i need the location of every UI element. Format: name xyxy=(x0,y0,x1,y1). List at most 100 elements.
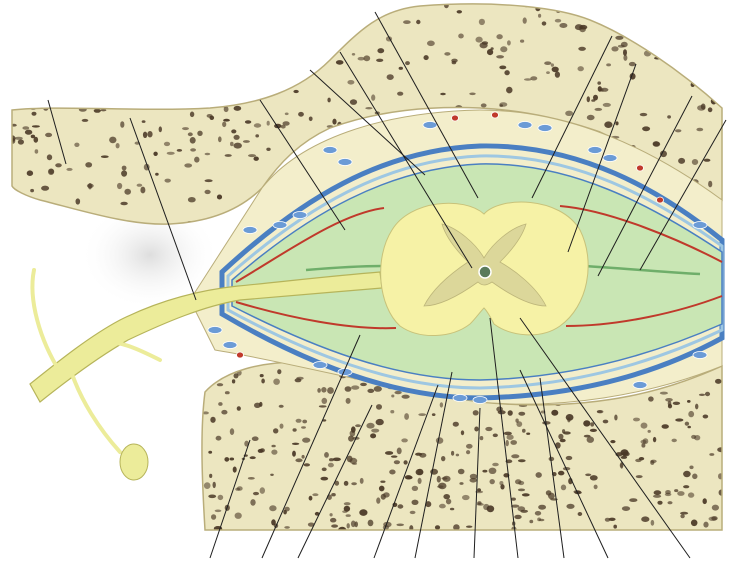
bone-spot xyxy=(101,155,109,158)
bone-spot xyxy=(160,19,166,22)
bone-spot xyxy=(205,153,211,155)
bone-spot xyxy=(167,152,175,155)
bone-spot xyxy=(490,479,495,484)
bone-spot xyxy=(184,163,192,167)
bone-spot xyxy=(36,100,43,105)
bone-spot xyxy=(708,181,712,188)
bone-spot xyxy=(542,21,547,25)
bone-spot xyxy=(410,511,416,514)
bone-spot xyxy=(18,139,24,144)
bone-spot xyxy=(507,435,514,440)
bone-spot xyxy=(15,137,23,140)
bone-spot xyxy=(253,492,259,495)
bone-spot xyxy=(538,14,541,18)
bone-spot xyxy=(229,220,237,225)
bone-spot xyxy=(440,402,443,407)
bone-spot xyxy=(79,10,83,15)
bone-spot xyxy=(117,6,123,10)
bone-spot xyxy=(593,95,598,101)
bone-spot xyxy=(318,32,326,34)
bone-spot xyxy=(466,450,470,454)
bone-spot xyxy=(555,19,561,23)
bone-spot xyxy=(99,20,106,25)
bone-spot xyxy=(22,126,29,130)
bone-spot xyxy=(289,47,294,50)
bone-spot xyxy=(683,485,689,488)
bone-spot xyxy=(74,143,79,147)
bone-spot xyxy=(271,450,277,455)
bone-spot xyxy=(194,157,199,163)
bone-spot xyxy=(583,420,590,426)
bone-spot xyxy=(295,378,302,382)
bone-spot xyxy=(665,490,671,494)
bone-spot xyxy=(668,404,672,409)
bone-spot xyxy=(266,148,270,151)
bone-spot xyxy=(336,60,344,65)
bone-spot xyxy=(183,53,190,58)
bone-spot xyxy=(515,479,521,484)
bone-spot xyxy=(391,455,397,457)
bone-spot xyxy=(604,121,612,128)
bone-spot xyxy=(461,430,464,435)
bone-spot xyxy=(237,406,241,411)
bone-spot xyxy=(298,112,304,117)
bone-spot xyxy=(268,77,275,83)
bone-spot xyxy=(701,104,706,110)
bone-spot xyxy=(390,410,394,413)
bone-spot xyxy=(230,458,235,461)
bone-spot xyxy=(182,127,189,130)
bone-spot xyxy=(699,394,705,396)
bone-spot xyxy=(440,93,446,95)
bone-spot xyxy=(271,519,276,525)
bone-spot xyxy=(418,413,426,416)
bone-spot xyxy=(120,202,127,206)
bone-spot xyxy=(273,34,281,37)
artery xyxy=(492,112,499,118)
bone-spot xyxy=(680,512,688,515)
central-canal xyxy=(479,266,491,278)
bone-spot xyxy=(366,423,374,429)
bone-spot xyxy=(301,67,306,70)
bone-spot xyxy=(124,189,131,195)
bone-spot xyxy=(309,117,313,122)
bone-spot xyxy=(121,53,129,57)
bone-spot xyxy=(285,113,289,116)
bone-spot xyxy=(100,36,103,40)
vein xyxy=(208,327,222,334)
bone-spot xyxy=(205,190,211,194)
bone-spot xyxy=(321,477,329,481)
bone-spot xyxy=(344,502,351,505)
bone-spot xyxy=(293,428,297,431)
bone-spot xyxy=(439,504,446,509)
bone-spot xyxy=(407,476,412,479)
bone-spot xyxy=(613,525,617,529)
bone-spot xyxy=(583,2,590,6)
bone-spot xyxy=(703,522,708,528)
bone-spot xyxy=(648,396,654,401)
bone-spot xyxy=(304,463,310,466)
bone-spot xyxy=(358,57,365,61)
vein xyxy=(313,362,327,369)
bone-spot xyxy=(492,463,499,467)
bone-spot xyxy=(211,514,216,520)
bone-spot xyxy=(286,5,291,9)
bone-spot xyxy=(677,16,681,19)
bone-spot xyxy=(394,460,400,464)
bone-spot xyxy=(462,495,470,500)
bone-spot xyxy=(293,90,298,93)
vein xyxy=(243,227,257,234)
bone-spot xyxy=(121,170,127,176)
bone-spot xyxy=(12,216,19,222)
bone-spot xyxy=(594,485,598,490)
bone-spot xyxy=(660,392,668,395)
vein xyxy=(518,122,532,129)
bone-spot xyxy=(611,46,618,51)
bone-spot xyxy=(224,457,229,462)
bone-spot xyxy=(32,125,40,127)
bone-spot xyxy=(311,19,317,26)
bone-spot xyxy=(241,41,246,45)
bone-spot xyxy=(309,496,313,501)
bone-spot xyxy=(558,471,564,476)
bone-spot xyxy=(592,13,598,18)
bone-spot xyxy=(458,34,464,39)
